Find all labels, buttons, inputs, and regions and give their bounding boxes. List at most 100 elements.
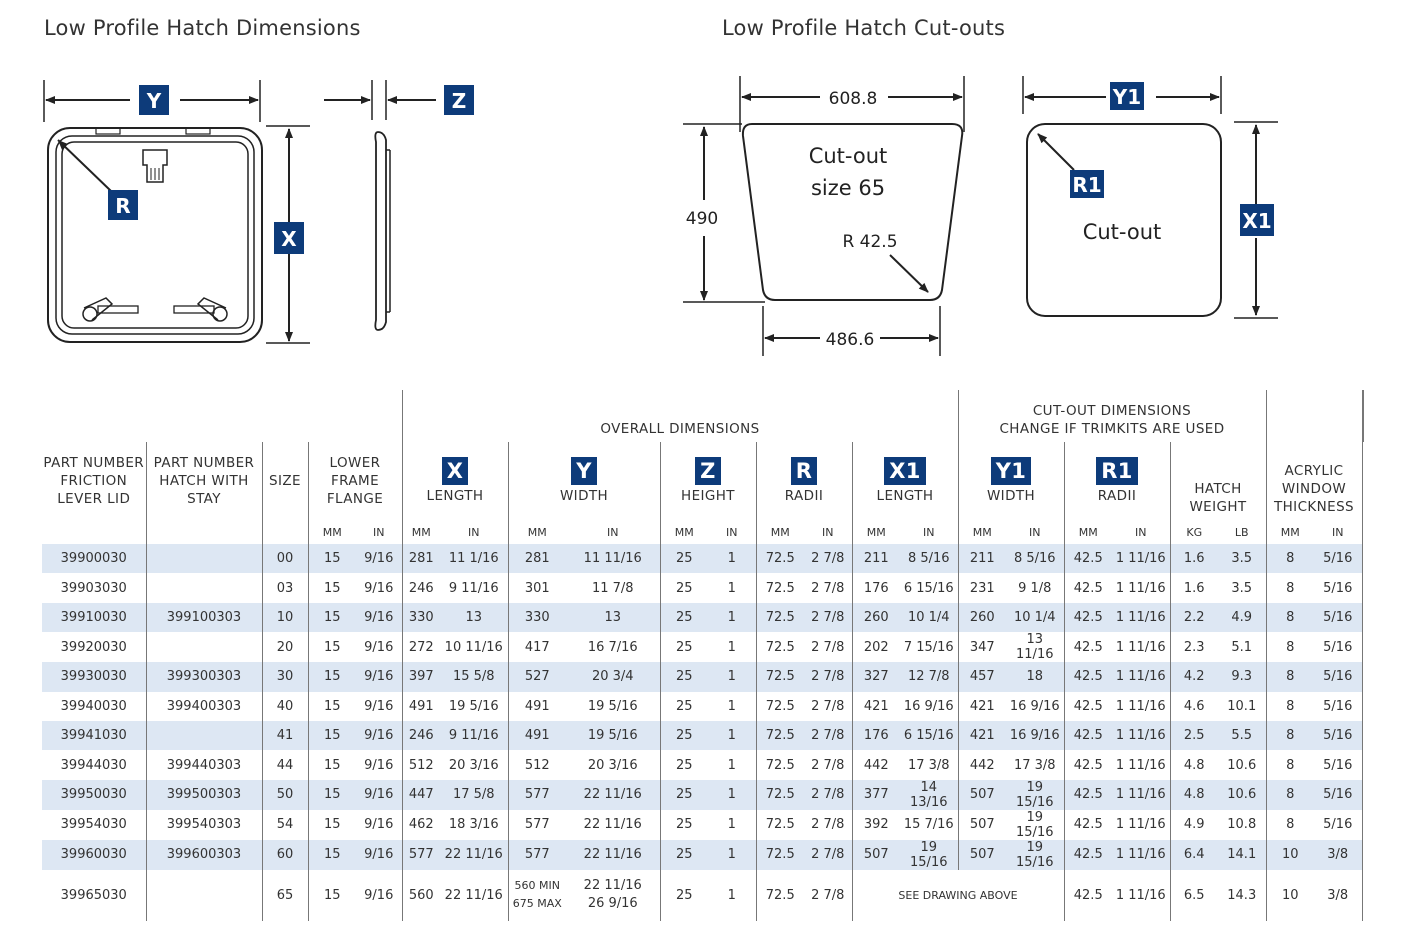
- cell-r-mm: 72.5: [755, 809, 804, 840]
- cell-y1-in: 17 3/8: [1013, 757, 1056, 773]
- cell-lf-in: 9/16: [356, 544, 402, 574]
- cell-x1-mm: 176: [851, 573, 900, 603]
- cutout-65-label-2: size 65: [811, 176, 885, 200]
- cell-r1-mm: 42.5: [1063, 573, 1112, 603]
- cell-lf-in: 9/16: [356, 602, 402, 633]
- cell-y1-mm: 507: [957, 779, 1006, 810]
- cell-x-mm: 560: [401, 869, 440, 921]
- cell-ac-in: 5/16: [1314, 691, 1363, 721]
- cell-r1-in: 1 11/16: [1115, 887, 1166, 903]
- cell-x-in: 22 11/16: [440, 839, 508, 870]
- cell-lf-mm: 15: [307, 750, 356, 780]
- cell-y1-in: 16 9/16: [1006, 720, 1064, 751]
- cell-size: 40: [261, 691, 308, 721]
- cell-r-in: 2 7/8: [804, 544, 852, 574]
- cell-z-in: 1: [708, 720, 756, 751]
- cell-y-in: 16 7/16: [587, 639, 638, 655]
- cell-ac-in: 5/16: [1314, 720, 1363, 751]
- cell-ac-in: 3/8: [1314, 869, 1363, 921]
- z-tag-label: Z: [452, 89, 467, 113]
- cell-lf-in: 9/16: [364, 580, 394, 596]
- y1-badge: Y1: [990, 457, 1032, 485]
- cell-ac-mm: 8: [1265, 720, 1314, 751]
- cell-x1-in: 6 15/16: [903, 580, 954, 596]
- cell-z-mm: 25: [659, 839, 708, 870]
- cell-size: 41: [261, 720, 308, 751]
- cell-y-mm: 512: [507, 750, 566, 780]
- cell-kg: 6.4: [1169, 839, 1218, 870]
- cell-lf-in: 9/16: [364, 757, 394, 773]
- cell-ac-mm: 8: [1265, 573, 1314, 603]
- r-badge: R: [790, 457, 818, 485]
- cell-x1-mm: 202: [851, 632, 900, 663]
- cell-x-in: 9 11/16: [448, 580, 499, 596]
- cell-x-in: 10 11/16: [444, 639, 503, 655]
- cell-lf-mm: 15: [307, 869, 356, 921]
- cell-y-mm: 577: [507, 779, 566, 810]
- cell-kg: 1.6: [1169, 573, 1218, 603]
- cell-lb: 14.3: [1227, 887, 1257, 903]
- cell-ac-in: 5/16: [1314, 809, 1363, 840]
- hatch-front-drawing: [43, 80, 310, 344]
- cell-size: 30: [261, 662, 308, 692]
- cell-y1-mm: 421: [957, 720, 1006, 751]
- cell-r-in: 2 7/8: [811, 639, 845, 655]
- cell-kg: 4.8: [1169, 779, 1218, 810]
- cell-r-mm: 72.5: [755, 839, 804, 870]
- cell-y-mm: 491: [507, 720, 566, 751]
- cell-r-mm: 72.5: [755, 869, 804, 921]
- cell-ac-in: 5/16: [1314, 750, 1363, 780]
- cell-x1-mm: 421: [851, 691, 900, 721]
- cell-r1-mm: 42.5: [1063, 602, 1112, 633]
- cell-z-in: 1: [727, 698, 736, 714]
- cell-z-mm: 25: [659, 750, 708, 780]
- cell-y1-in: 19 15/16: [1016, 809, 1054, 840]
- cell-y-mm: 491: [507, 691, 566, 721]
- cell-y1-in: 8 5/16: [1006, 544, 1064, 574]
- cell-size: 44: [261, 750, 308, 780]
- cell-y-in: 22 11/16: [566, 779, 660, 810]
- cell-ac-mm: 10: [1265, 869, 1314, 921]
- cell-pn1: 39944030: [60, 757, 127, 773]
- cell-r-in: 2 7/8: [804, 779, 852, 810]
- cell-y-in: 20 3/16: [587, 757, 638, 773]
- cell-pn2: 399440303: [145, 750, 262, 780]
- cell-z-mm: 25: [659, 869, 708, 921]
- cell-lb: 10.1: [1227, 698, 1257, 714]
- cell-r-mm: 72.5: [755, 750, 804, 780]
- cell-z-mm: 25: [659, 720, 708, 751]
- cell-y1-mm: 211: [957, 544, 1006, 574]
- cell-y-mm-min: 560 MIN: [514, 879, 560, 893]
- cell-x1-in: 7 15/16: [903, 639, 954, 655]
- cell-y-mm: 577: [507, 809, 566, 840]
- cell-lb: 3.5: [1218, 544, 1266, 574]
- cell-y1-mm: 260: [957, 602, 1006, 633]
- cell-ac-in: 5/16: [1314, 573, 1363, 603]
- cell-r1-in: 1 11/16: [1112, 602, 1170, 633]
- cell-x-mm: 272: [401, 632, 440, 663]
- cell-kg: 2.3: [1169, 632, 1218, 663]
- cell-x-in: 20 3/16: [448, 757, 499, 773]
- cell-lf-in: 9/16: [356, 839, 402, 870]
- cell-z-mm: 25: [659, 662, 708, 692]
- cell-pn1: 39940030: [60, 698, 127, 714]
- cell-pn2: [145, 632, 262, 663]
- height-label: 490: [686, 209, 718, 229]
- cell-ac-in: 5/16: [1314, 544, 1363, 574]
- size-header: SIZE: [261, 442, 308, 520]
- cell-size: 20: [261, 632, 308, 663]
- r1-badge: R1: [1096, 457, 1138, 485]
- cell-size: 54: [261, 809, 308, 840]
- cell-r1-in: 1 11/16: [1115, 817, 1166, 833]
- cutout-dimensions-header: CUT-OUT DIMENSIONS CHANGE IF TRIMKITS AR…: [957, 390, 1266, 442]
- cell-x1-in: 19 15/16: [900, 839, 958, 870]
